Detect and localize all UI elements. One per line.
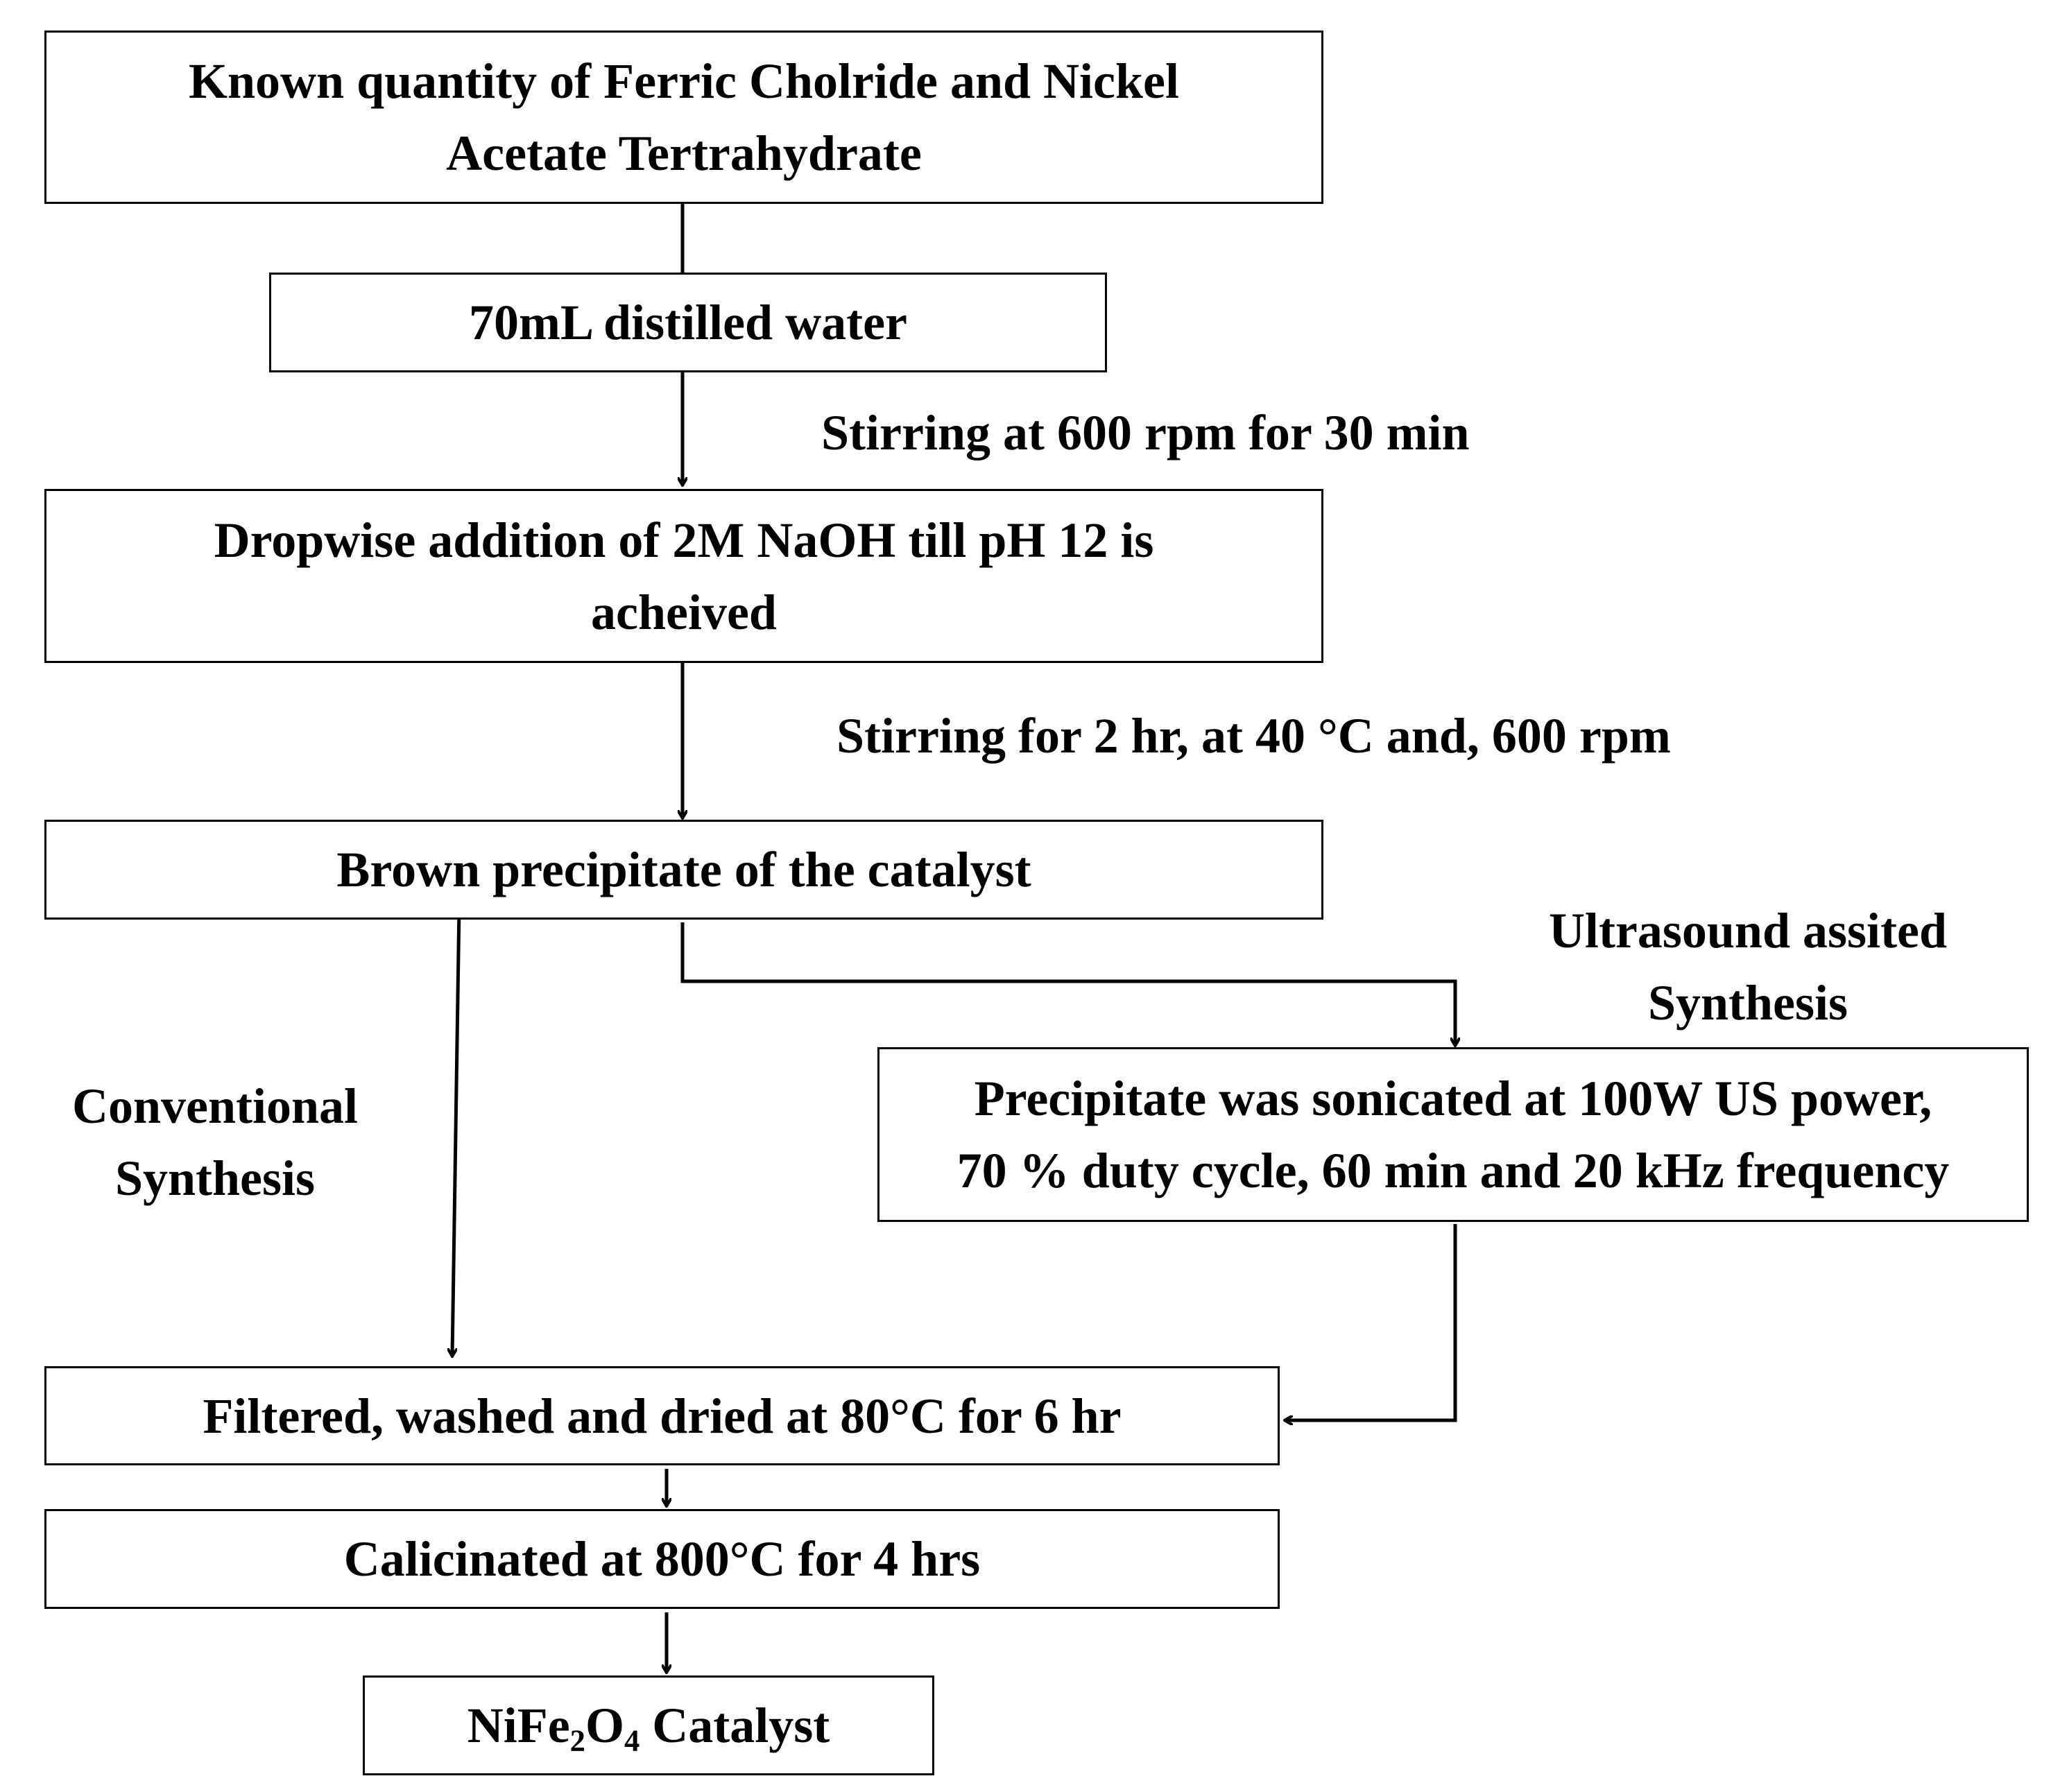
naoh-addition-box: Dropwise addition of 2M NaOH till pH 12 … (44, 489, 1323, 663)
ultrasound-label-line-1: Ultrasound assited (1548, 903, 1948, 958)
distilled-water-box: 70mL distilled water (269, 273, 1107, 372)
brown-precipitate-box: Brown precipitate of the catalyst (44, 820, 1323, 920)
catalyst-suffix: Catalyst (640, 1698, 830, 1753)
arrow-conventional-to-filter (452, 906, 461, 1356)
nife2o4-catalyst-box: NiFe2O4 Catalyst (363, 1675, 934, 1775)
calcination-box: Calicinated at 800°C for 4 hrs (44, 1509, 1280, 1609)
conventional-label-line-1: Conventional (71, 1078, 359, 1134)
formula-nife: NiFe (467, 1698, 570, 1753)
formula-o-subscript: 4 (624, 1723, 640, 1758)
calcination-text: Calicinated at 800°C for 4 hrs (343, 1531, 981, 1587)
filter-wash-dry-box: Filtered, washed and dried at 80°C for 6… (44, 1366, 1280, 1465)
start-line-2: Acetate Tertrahydrate (446, 126, 922, 181)
catalyst-formula: NiFe2O4 Catalyst (467, 1689, 830, 1761)
arrow-sonication-to-filter (1285, 1224, 1457, 1420)
stirring-label-2: Stirring for 2 hr, at 40 °C and, 600 rpm (836, 708, 1671, 764)
conventional-label-line-2: Synthesis (114, 1151, 316, 1206)
arrow-precipitate-to-sonication (680, 922, 1455, 1046)
stirring-label-1: Stirring at 600 rpm for 30 min (821, 405, 1470, 460)
conventional-label: Conventional Synthesis (35, 1070, 395, 1214)
filter-wash-dry-text: Filtered, washed and dried at 80°C for 6… (203, 1388, 1122, 1444)
brown-precipitate-text: Brown precipitate of the catalyst (336, 842, 1031, 897)
formula-fe-subscript: 2 (569, 1723, 585, 1758)
distilled-water-text: 70mL distilled water (469, 295, 907, 350)
ultrasound-label-line-2: Synthesis (1647, 975, 1848, 1031)
start-line-1: Known quantity of Ferric Cholride and Ni… (188, 53, 1179, 109)
sonication-box: Precipitate was sonicated at 100W US pow… (877, 1047, 2029, 1222)
formula-o: O (585, 1698, 624, 1753)
start-materials-box: Known quantity of Ferric Cholride and Ni… (44, 31, 1323, 204)
sonication-line-1: Precipitate was sonicated at 100W US pow… (974, 1071, 1932, 1126)
naoh-line-1: Dropwise addition of 2M NaOH till pH 12 … (214, 512, 1154, 568)
naoh-line-2: acheived (591, 584, 777, 640)
sonication-line-2: 70 % duty cycle, 60 min and 20 kHz frequ… (956, 1143, 1950, 1198)
ultrasound-label: Ultrasound assited Synthesis (1512, 895, 1984, 1039)
